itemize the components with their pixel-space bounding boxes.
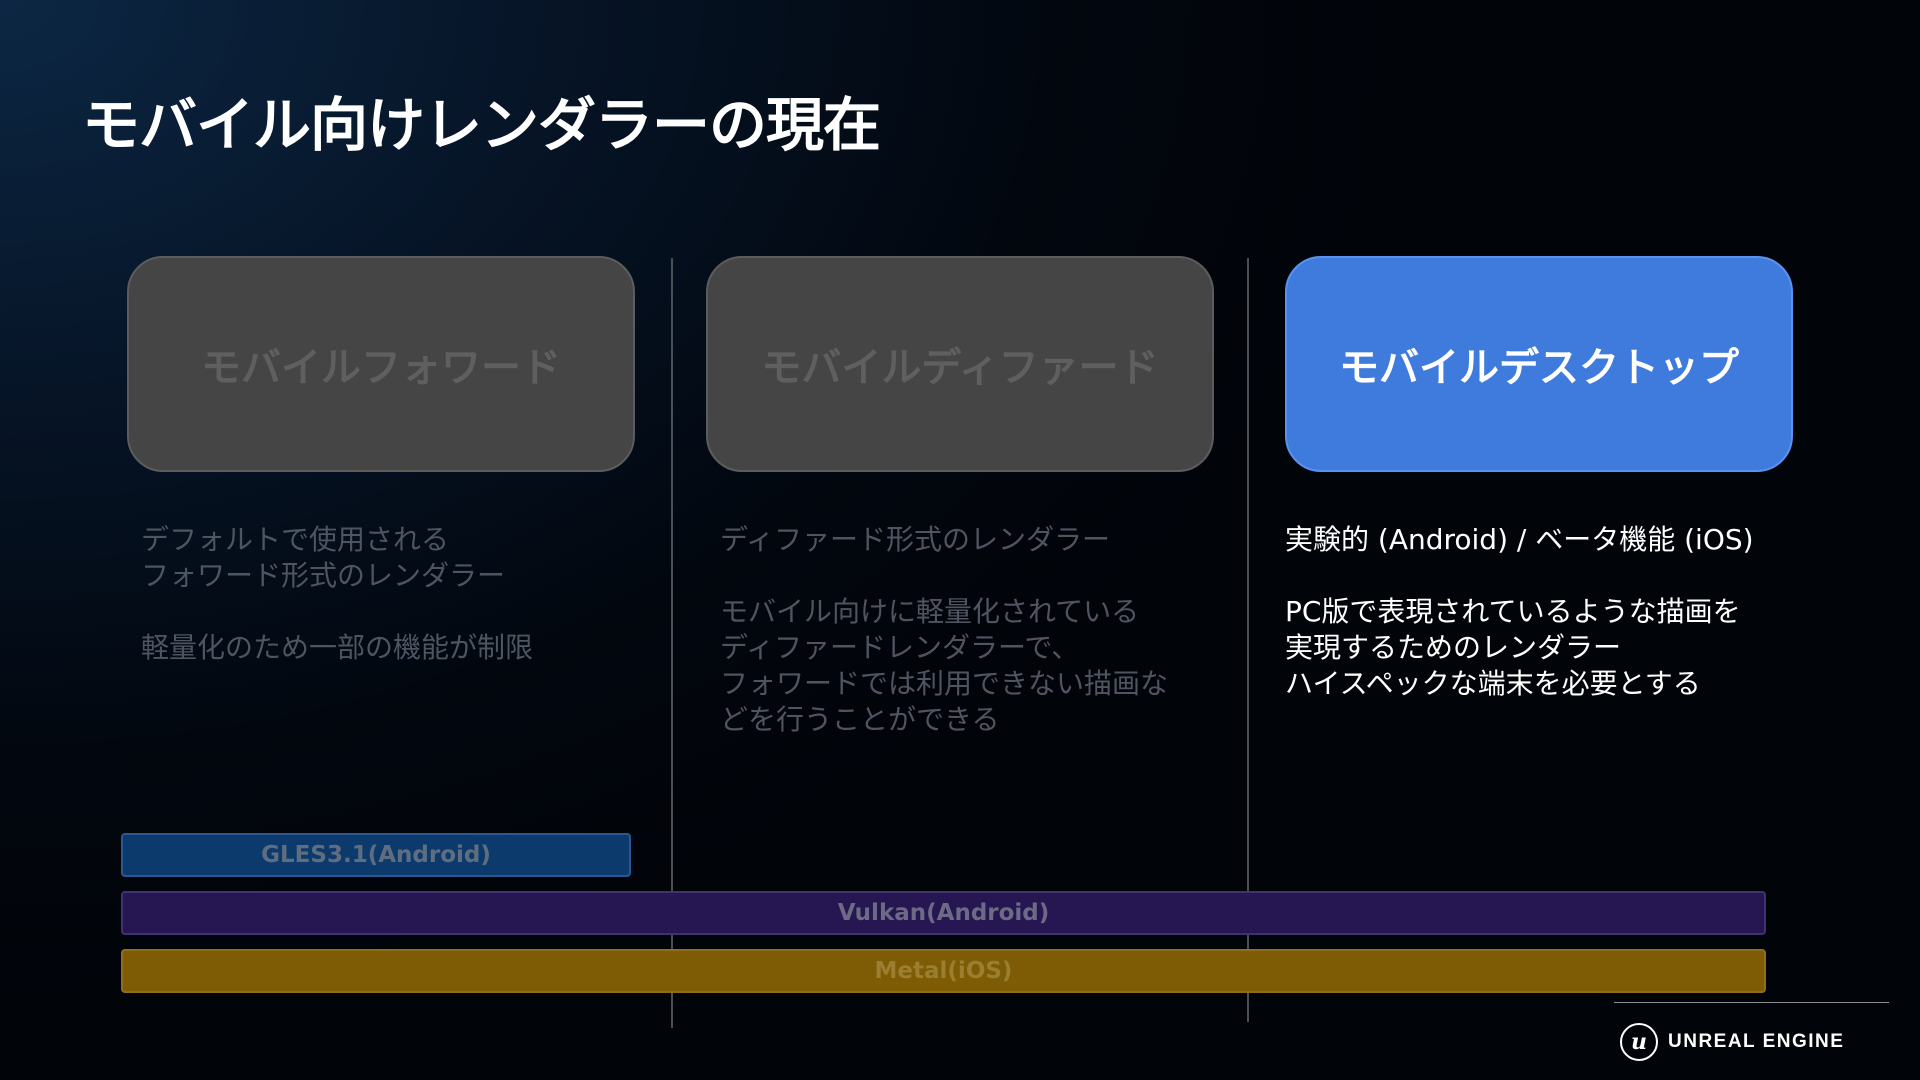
description-line: PC版で表現されているような描画を	[1285, 595, 1741, 628]
description-line: ディファード形式のレンダラー	[720, 523, 1111, 556]
description-line: 軽量化のため一部の機能が制限	[141, 631, 534, 664]
mobile-desktop-card[interactable]: モバイルデスクトップ	[1285, 256, 1793, 472]
metal-ios-label: Metal(iOS)	[874, 958, 1013, 984]
description-line: ディファードレンダラーで、	[720, 631, 1080, 664]
gles-android-bar: GLES3.1(Android)	[121, 833, 631, 877]
vulkan-android-label: Vulkan(Android)	[837, 900, 1050, 926]
mobile-deferred-description: ディファード形式のレンダラー モバイル向けに軽量化されている ディファードレンダ…	[720, 522, 1220, 738]
mobile-forward-card[interactable]: モバイルフォワード	[127, 256, 635, 472]
description-line: ハイスペックな端末を必要とする	[1285, 667, 1701, 700]
description-line: どを行うことができる	[720, 703, 1000, 736]
description-paragraph: デフォルトで使用される フォワード形式のレンダラー	[141, 522, 641, 594]
description-paragraph: PC版で表現されているような描画を 実現するためのレンダラー ハイスペックな端末…	[1285, 594, 1785, 702]
footer-rule	[1614, 1002, 1889, 1003]
mobile-deferred-card[interactable]: モバイルディファード	[706, 256, 1214, 472]
description-line: 実現するためのレンダラー	[1285, 631, 1622, 664]
unreal-engine-logo: u UNREAL ENGINE	[1620, 1020, 1844, 1064]
metal-ios-bar: Metal(iOS)	[121, 949, 1766, 993]
description-paragraph: 実験的 (Android) / ベータ機能 (iOS)	[1285, 522, 1785, 558]
description-line: モバイル向けに軽量化されている	[720, 595, 1140, 628]
description-paragraph: 軽量化のため一部の機能が制限	[141, 630, 641, 666]
unreal-engine-wordmark: UNREAL ENGINE	[1668, 1031, 1845, 1052]
description-line: フォワード形式のレンダラー	[141, 559, 506, 592]
description-line: 実験的 (Android) / ベータ機能 (iOS)	[1285, 523, 1754, 556]
mobile-desktop-label: モバイルデスクトップ	[1339, 345, 1739, 391]
mobile-forward-label: モバイルフォワード	[201, 345, 561, 391]
mobile-desktop-description: 実験的 (Android) / ベータ機能 (iOS) PC版で表現されているよ…	[1285, 522, 1785, 702]
description-paragraph: モバイル向けに軽量化されている ディファードレンダラーで、 フォワードでは利用で…	[720, 594, 1220, 738]
description-paragraph: ディファード形式のレンダラー	[720, 522, 1220, 558]
unreal-engine-icon: u	[1620, 1023, 1658, 1061]
vulkan-android-bar: Vulkan(Android)	[121, 891, 1766, 935]
gles-android-label: GLES3.1(Android)	[261, 842, 491, 868]
column-divider-1	[671, 258, 673, 1028]
slide-title: モバイル向けレンダラーの現在	[82, 91, 881, 159]
description-line: フォワードでは利用できない描画な	[720, 667, 1169, 700]
mobile-deferred-label: モバイルディファード	[761, 345, 1159, 391]
description-line: デフォルトで使用される	[141, 523, 450, 556]
mobile-forward-description: デフォルトで使用される フォワード形式のレンダラー 軽量化のため一部の機能が制限	[141, 522, 641, 666]
column-divider-2	[1247, 258, 1249, 1022]
